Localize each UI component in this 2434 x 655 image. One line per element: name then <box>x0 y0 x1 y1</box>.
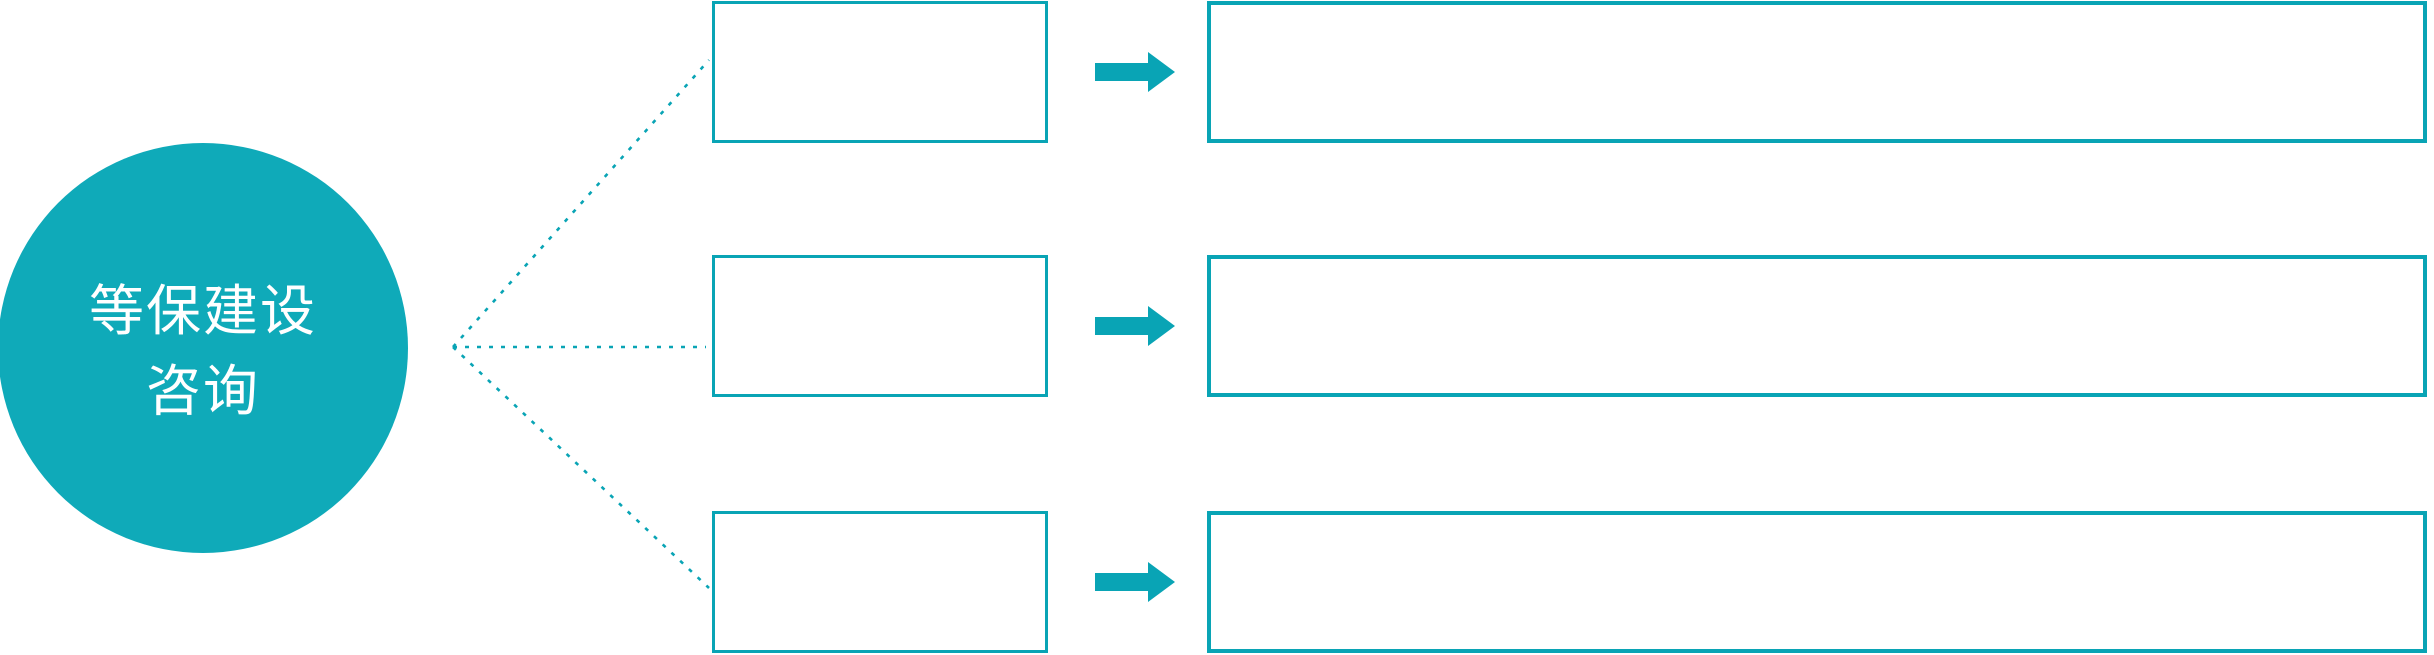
root-node-label-line2: 咨询 <box>145 360 260 422</box>
root-node-circle: 等保建设 咨询 <box>0 143 408 553</box>
detail-box-3-text <box>1211 515 2423 649</box>
branch-box-3-text <box>715 514 1045 650</box>
branch-box-3 <box>712 511 1048 653</box>
root-node-label-line1: 等保建设 <box>88 280 317 343</box>
branch-row-1 <box>0 1 2434 143</box>
detail-box-1-text <box>1211 5 2423 139</box>
right-arrow-icon <box>1095 52 1175 92</box>
detail-box-3 <box>1207 511 2427 653</box>
detail-box-2-text <box>1211 259 2423 393</box>
branch-box-2 <box>712 255 1048 397</box>
right-arrow-icon <box>1095 306 1175 346</box>
branch-box-1-text <box>715 4 1045 140</box>
branch-row-2 <box>0 255 2434 397</box>
connector-line-top <box>452 59 710 348</box>
detail-box-2 <box>1207 255 2427 397</box>
branch-box-2-text <box>715 258 1045 394</box>
right-arrow-icon <box>1095 562 1175 602</box>
root-node-label: 等保建设 咨询 <box>89 272 317 432</box>
branch-box-1 <box>712 1 1048 143</box>
detail-box-1 <box>1207 1 2427 143</box>
branch-row-3 <box>0 511 2434 653</box>
